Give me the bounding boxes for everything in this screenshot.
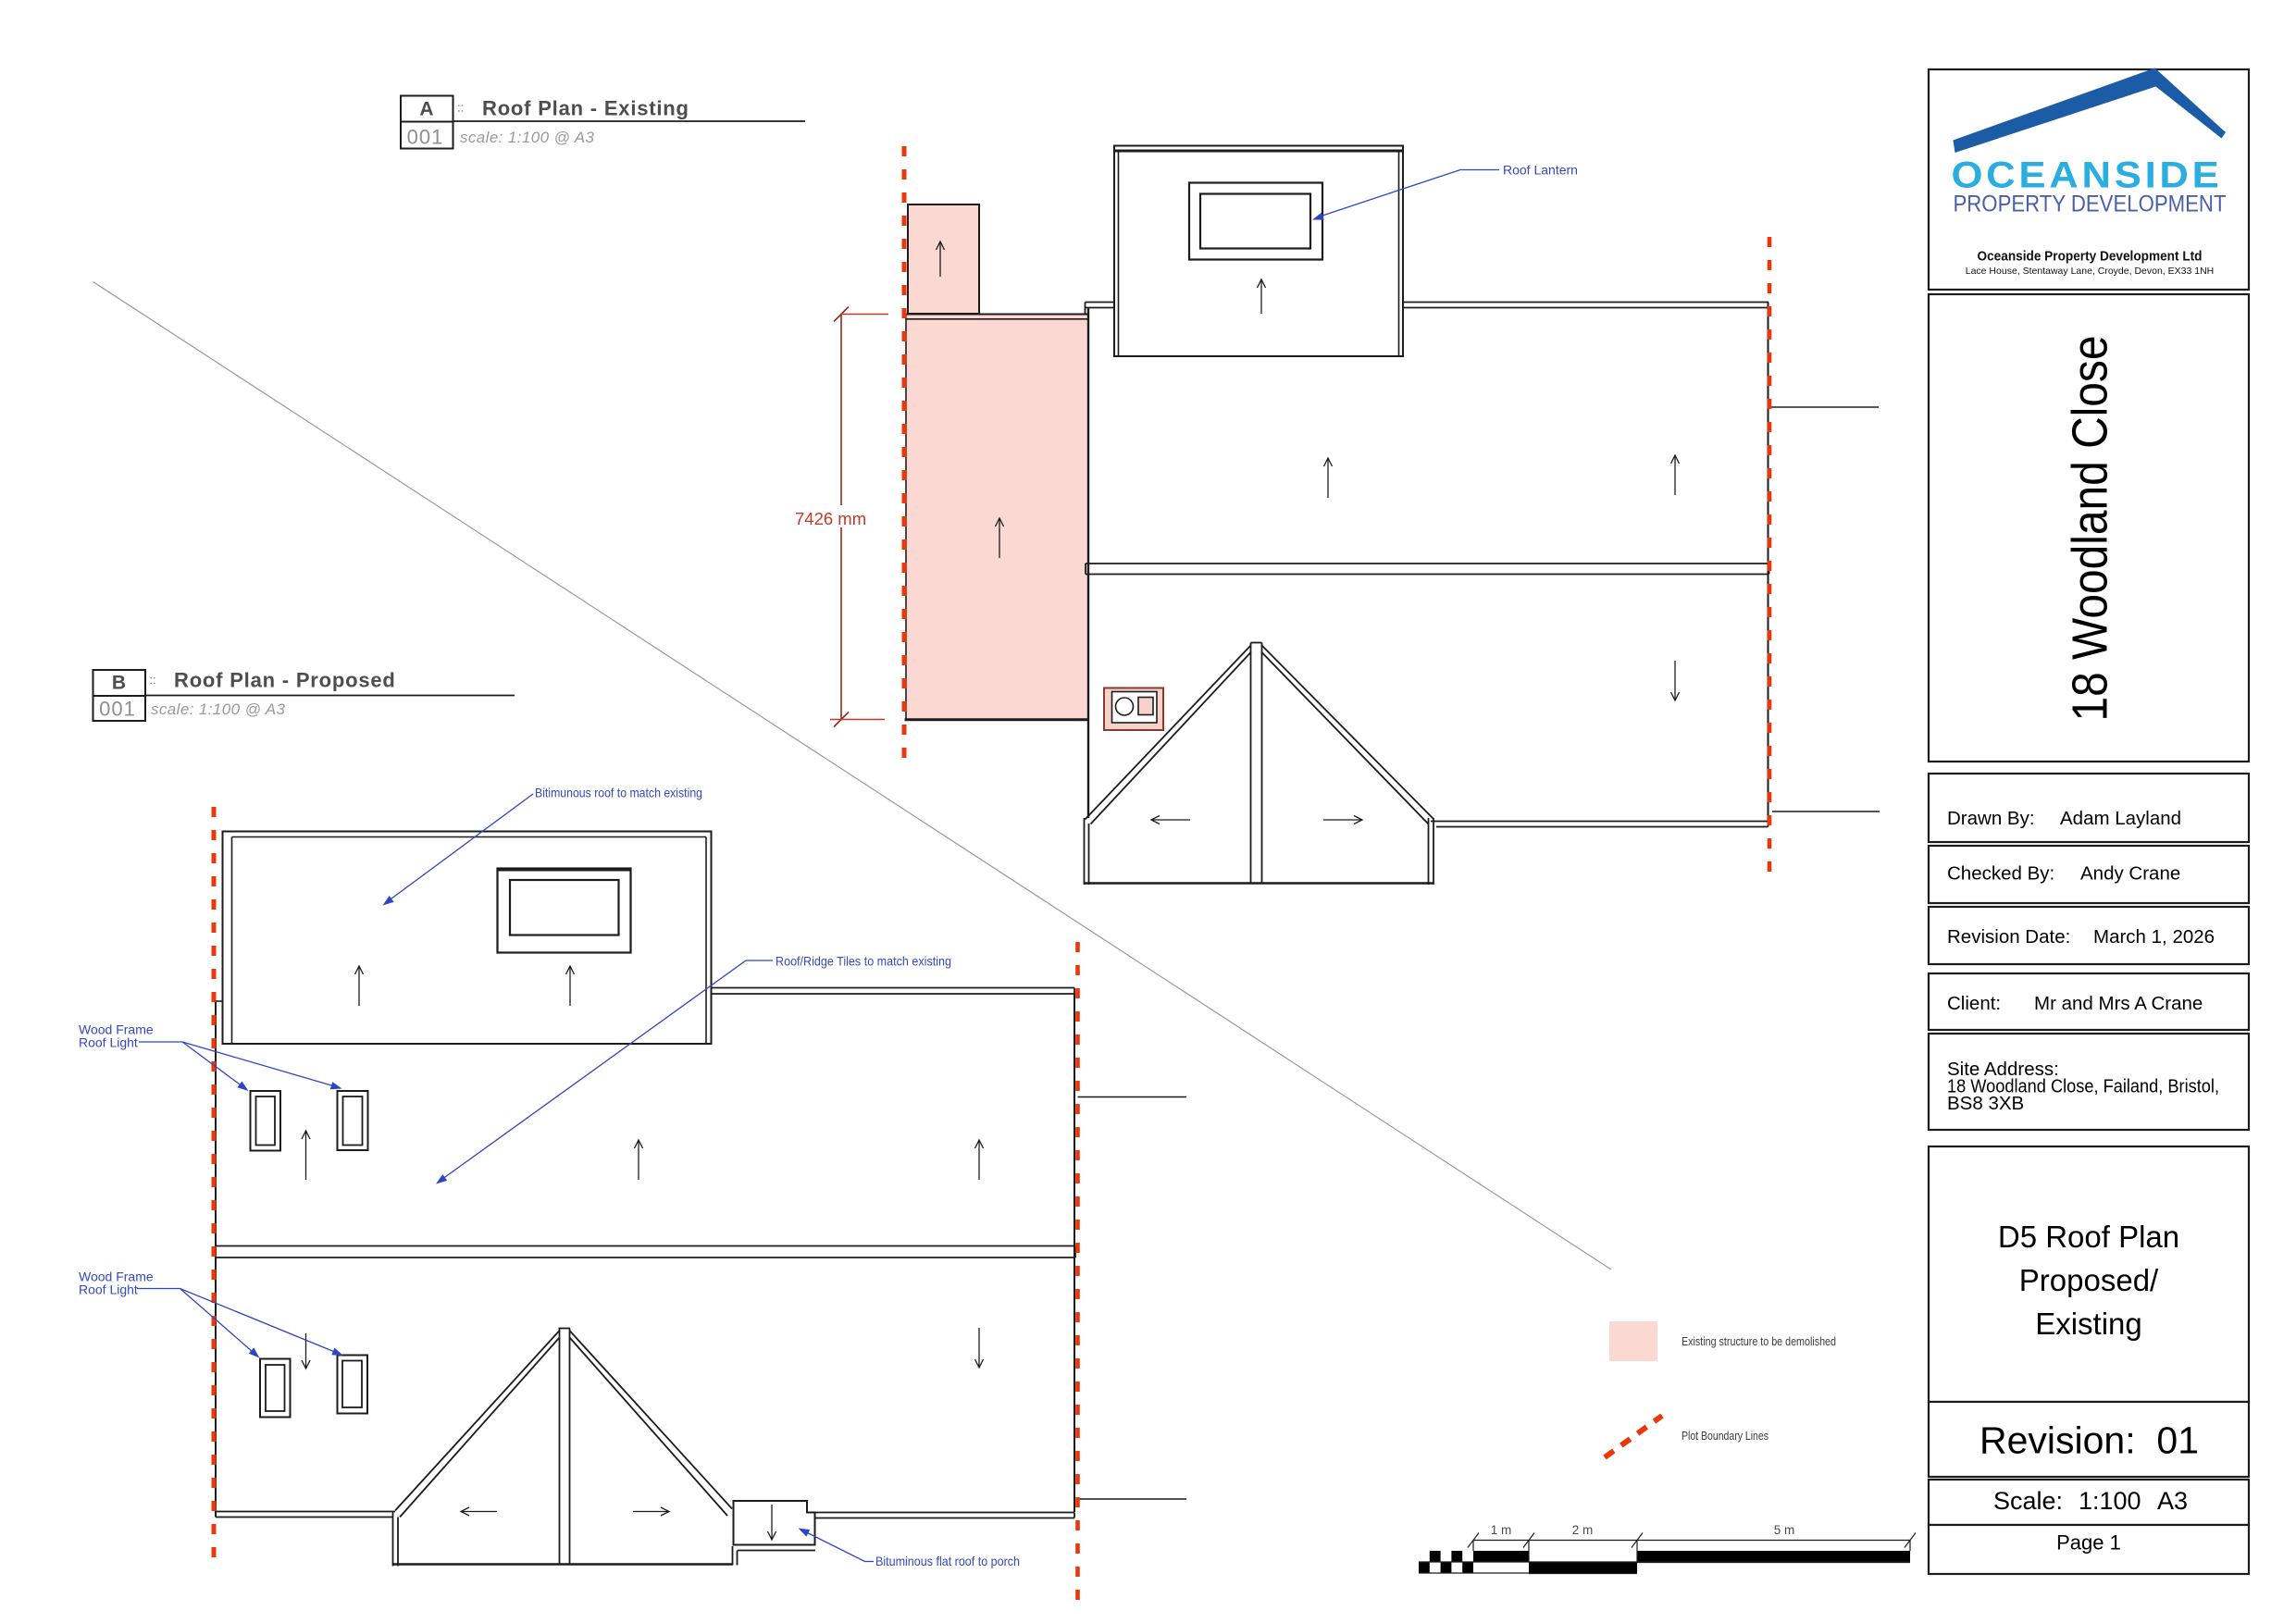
svg-text:Roof Light: Roof Light — [79, 1035, 138, 1050]
svg-text:1:100: 1:100 — [2079, 1487, 2141, 1515]
svg-text:Mr and Mrs A Crane: Mr and Mrs A Crane — [2034, 993, 2203, 1014]
svg-text:Roof Plan - Proposed: Roof Plan - Proposed — [174, 669, 396, 692]
svg-text:Checked By:: Checked By: — [1947, 863, 2054, 885]
svg-text:Client:: Client: — [1947, 993, 2001, 1014]
svg-text:Proposed/: Proposed/ — [2019, 1263, 2159, 1297]
svg-text:Scale:: Scale: — [1993, 1487, 2063, 1515]
svg-text:001: 001 — [99, 698, 136, 721]
svg-text:Plot Boundary Lines: Plot Boundary Lines — [1682, 1429, 1769, 1443]
svg-text:18 Woodland Close: 18 Woodland Close — [2063, 336, 2118, 722]
svg-text:BS8 3XB: BS8 3XB — [1947, 1093, 2024, 1114]
svg-text:Andy Crane: Andy Crane — [2080, 863, 2180, 885]
svg-text:1 m: 1 m — [1491, 1523, 1512, 1537]
svg-text:Existing structure to be demol: Existing structure to be demolished — [1682, 1334, 1836, 1348]
svg-text:Existing: Existing — [2035, 1307, 2142, 1341]
svg-text:scale: 1:100 @ A3: scale: 1:100 @ A3 — [151, 700, 285, 718]
svg-text:March 1, 2026: March 1, 2026 — [2093, 926, 2215, 948]
svg-text:Revision: 01: Revision: 01 — [1980, 1419, 2199, 1462]
svg-text:D5 Roof Plan: D5 Roof Plan — [1998, 1220, 2179, 1254]
svg-text:2 m: 2 m — [1572, 1523, 1594, 1537]
svg-text:7426 mm: 7426 mm — [795, 509, 866, 528]
svg-text:Bitimunous roof to match exist: Bitimunous roof to match existing — [535, 786, 702, 800]
svg-text:Wood Frame: Wood Frame — [79, 1022, 154, 1037]
svg-text:Lace House, Stentaway Lane, Cr: Lace House, Stentaway Lane, Croyde, Devo… — [1966, 266, 2215, 277]
svg-text:Roof Lantern: Roof Lantern — [1503, 163, 1578, 178]
svg-text:A3: A3 — [2157, 1487, 2188, 1515]
svg-text:scale: 1:100 @ A3: scale: 1:100 @ A3 — [460, 129, 594, 146]
svg-text:Site Address:: Site Address: — [1947, 1059, 2059, 1080]
svg-text:OCEANSIDE: OCEANSIDE — [1952, 155, 2223, 196]
svg-text:::: :: — [150, 673, 156, 687]
svg-text:Bituminous flat roof to porch: Bituminous flat roof to porch — [875, 1554, 1020, 1568]
svg-text:Roof Plan - Existing: Roof Plan - Existing — [482, 97, 689, 120]
svg-text:Oceanside Property Development: Oceanside Property Development Ltd — [1978, 249, 2203, 265]
svg-text:Page 1: Page 1 — [2056, 1531, 2121, 1555]
svg-text:B: B — [112, 673, 126, 694]
svg-text:Roof/Ridge Tiles to match exis: Roof/Ridge Tiles to match existing — [776, 954, 951, 969]
svg-text:PROPERTY DEVELOPMENT: PROPERTY DEVELOPMENT — [1954, 192, 2227, 217]
svg-text:18 Woodland Close, Failand, Br: 18 Woodland Close, Failand, Bristol, — [1947, 1076, 2219, 1097]
svg-text:001: 001 — [407, 126, 444, 149]
svg-text:Revision Date:: Revision Date: — [1947, 926, 2070, 948]
svg-text:Adam Layland: Adam Layland — [2060, 808, 2181, 829]
svg-text:Wood Frame: Wood Frame — [79, 1270, 154, 1284]
svg-text:Drawn By:: Drawn By: — [1947, 808, 2035, 829]
svg-text:::: :: — [457, 101, 464, 115]
svg-text:A: A — [419, 99, 433, 120]
svg-text:Roof Light: Roof Light — [79, 1282, 138, 1297]
svg-text:5 m: 5 m — [1774, 1523, 1795, 1537]
